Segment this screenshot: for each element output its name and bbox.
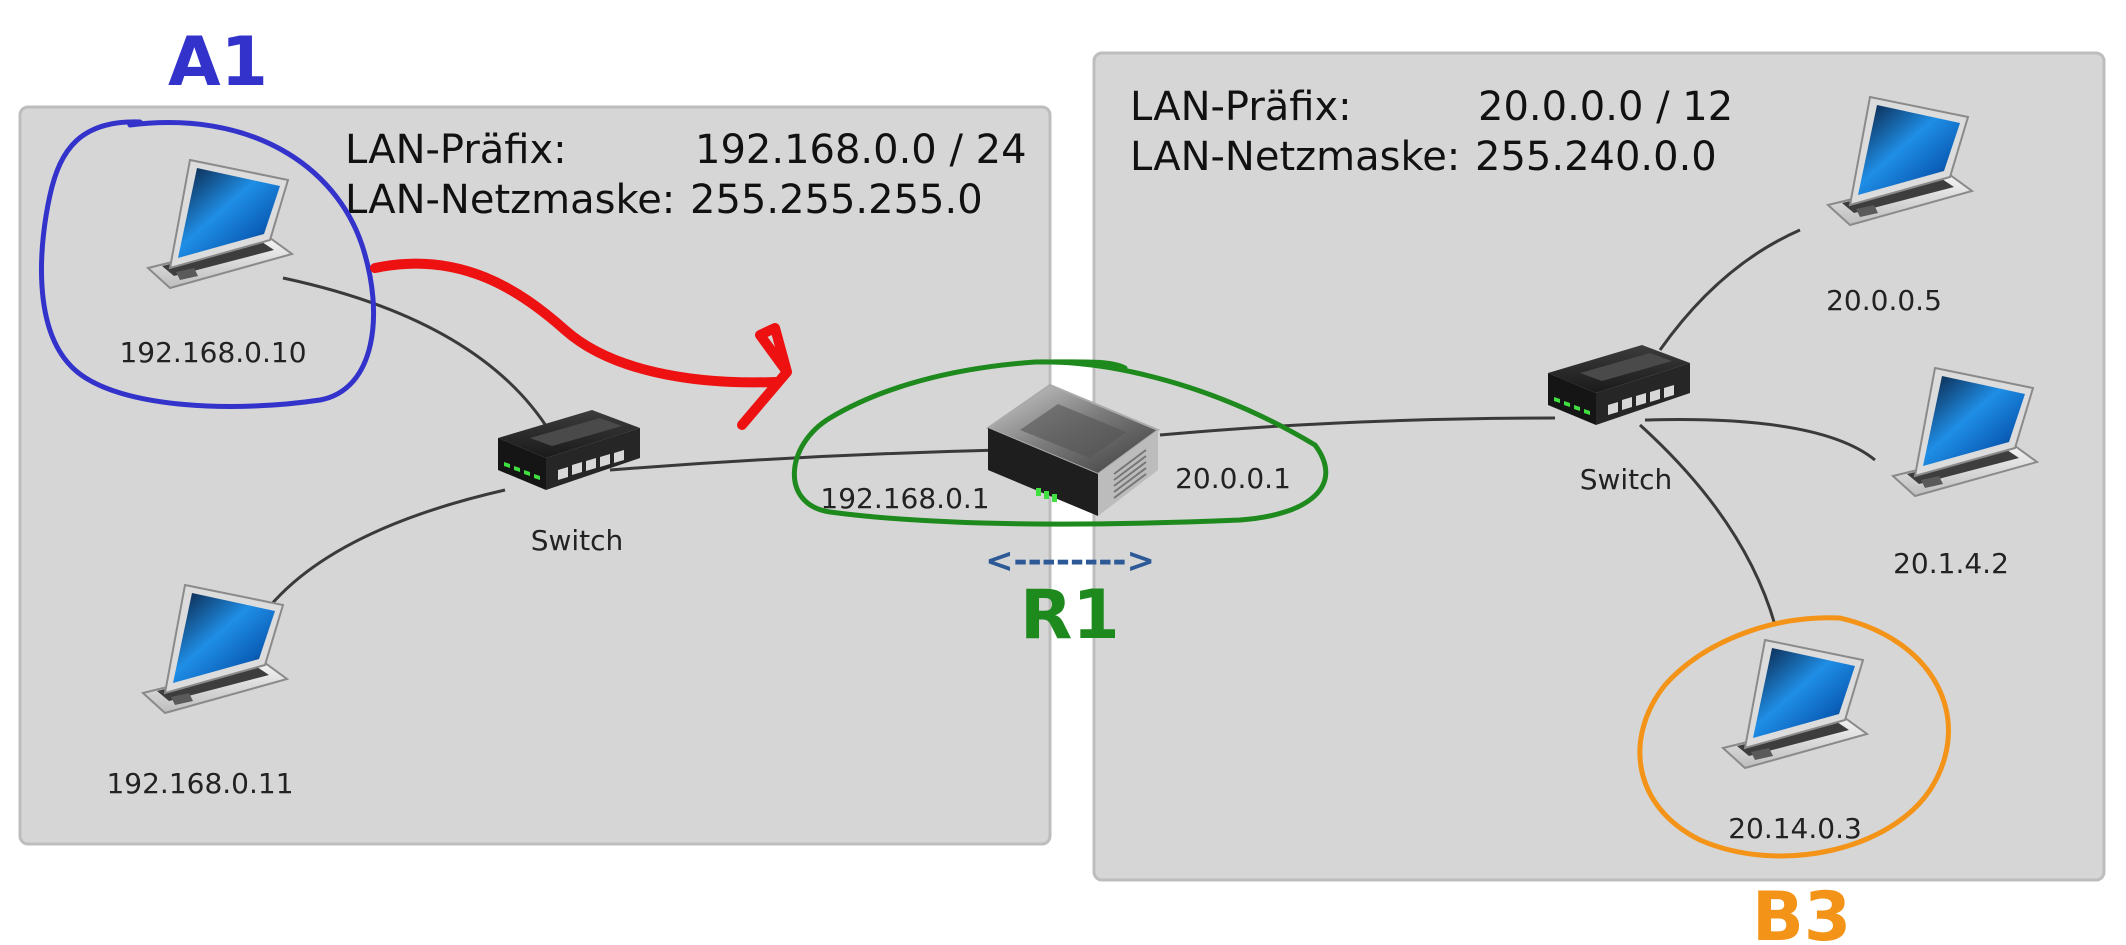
bidirectional-arrow: <-------->: [985, 541, 1155, 581]
lan-left-netmask-label: LAN-Netzmaske:: [345, 177, 675, 223]
lan-left-prefix-label: LAN-Präfix:: [345, 127, 567, 173]
lan-right-prefix-value: 20.0.0.0 / 12: [1478, 84, 1733, 130]
cable-switch-20005: [1658, 228, 1801, 351]
cable-a1-switch: [282, 276, 552, 433]
b3-circle: [1637, 615, 1951, 859]
annotation-r1: R1: [1020, 576, 1120, 655]
red-arrow: [370, 258, 780, 388]
red-arrowhead: [737, 323, 792, 430]
lan-left-netmask-value: 255.255.255.0: [690, 177, 983, 223]
lan-right-netmask-label: LAN-Netzmaske:: [1130, 134, 1460, 180]
cable-switch-20142: [1644, 418, 1876, 462]
lan-left-prefix-value: 192.168.0.0 / 24: [695, 127, 1027, 173]
lan-right-prefix-label: LAN-Präfix:: [1130, 84, 1352, 130]
cables: [263, 228, 1876, 626]
cable-laptop-switch: [263, 488, 506, 613]
switch-label: Switch: [1580, 463, 1673, 496]
cable-router-switch: [1159, 416, 1556, 437]
annotation-b3: B3: [1752, 878, 1851, 945]
switch-label: Switch: [531, 524, 624, 557]
cable-switch-b3: [1638, 423, 1777, 626]
annotation-a1: A1: [168, 23, 268, 102]
host-ip-label: 20.14.0.3: [1728, 812, 1862, 845]
router-right-ip: 20.0.0.1: [1175, 462, 1291, 495]
lan-right-netmask-value: 255.240.0.0: [1475, 134, 1717, 180]
host-ip-label: 20.1.4.2: [1893, 547, 2009, 580]
host-ip-label: 20.0.0.5: [1826, 284, 1942, 317]
host-ip-label: 192.168.0.10: [119, 336, 306, 369]
r1-circle: [791, 359, 1329, 527]
router-left-ip: 192.168.0.1: [820, 482, 989, 515]
host-ip-label: 192.168.0.11: [106, 767, 293, 800]
a1-circle: [39, 119, 377, 409]
cable-switch-router: [609, 448, 1001, 472]
router-icon: [985, 383, 1161, 516]
